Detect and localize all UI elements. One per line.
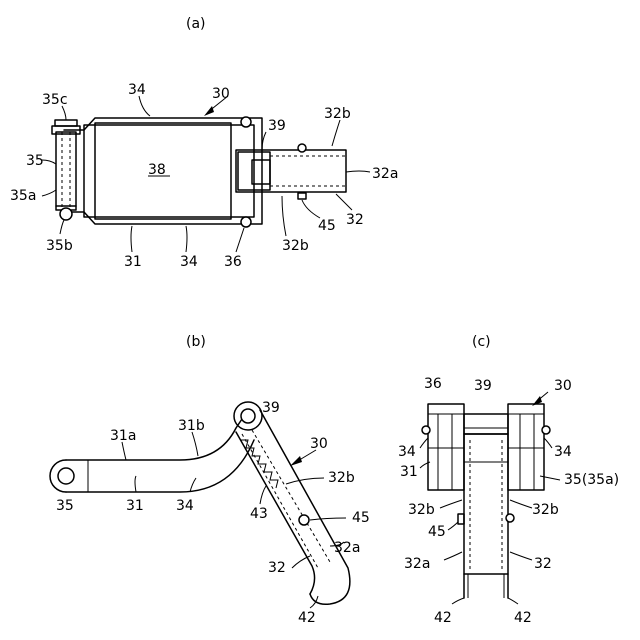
view-c-drawing bbox=[420, 392, 560, 604]
teeth-43 bbox=[240, 440, 278, 488]
label-c-32a: 32a bbox=[404, 556, 430, 572]
label-b-32: 32 bbox=[268, 560, 286, 576]
pin-45 bbox=[298, 193, 306, 199]
label-b-32a: 32a bbox=[334, 540, 360, 556]
label-c-42-left: 42 bbox=[434, 610, 452, 626]
block-right bbox=[508, 404, 544, 490]
inner-frame-a bbox=[84, 125, 254, 217]
label-a-34-top: 34 bbox=[128, 82, 146, 98]
label-a-35a: 35a bbox=[10, 188, 36, 204]
arm-31-top-edge bbox=[66, 416, 244, 460]
label-a-45: 45 bbox=[318, 218, 336, 234]
label-b-34: 34 bbox=[176, 498, 194, 514]
arm-32-c bbox=[464, 434, 508, 574]
label-b-35: 35 bbox=[56, 498, 74, 514]
label-c-34-left: 34 bbox=[398, 444, 416, 460]
label-b-42: 42 bbox=[298, 610, 316, 626]
label-c-32b-right: 32b bbox=[532, 502, 559, 518]
bolt-35 bbox=[56, 132, 76, 210]
label-b-31: 31 bbox=[126, 498, 144, 514]
label-a-35: 35 bbox=[26, 153, 44, 169]
pin-45-b bbox=[299, 515, 309, 525]
block-36-left bbox=[428, 404, 464, 490]
label-b-45: 45 bbox=[352, 510, 370, 526]
label-c-42-right: 42 bbox=[514, 610, 532, 626]
label-b-30: 30 bbox=[310, 436, 328, 452]
label-c-32: 32 bbox=[534, 556, 552, 572]
label-b-43: 43 bbox=[250, 506, 268, 522]
pivot-39 bbox=[241, 409, 255, 423]
label-a-34-bottom: 34 bbox=[180, 254, 198, 270]
label-c-35-35a: 35(35a) bbox=[564, 472, 619, 488]
label-a-32a: 32a bbox=[372, 166, 398, 182]
label-a-30: 30 bbox=[212, 86, 230, 102]
label-c-31: 31 bbox=[400, 464, 418, 480]
caption-a: (a) bbox=[186, 16, 206, 32]
arm-31-bottom-edge bbox=[66, 440, 254, 492]
caption-c: (c) bbox=[472, 334, 491, 350]
label-a-39: 39 bbox=[268, 118, 286, 134]
label-c-30: 30 bbox=[554, 378, 572, 394]
label-b-31a: 31a bbox=[110, 428, 136, 444]
label-c-39: 39 bbox=[474, 378, 492, 394]
label-a-32: 32 bbox=[346, 212, 364, 228]
hinge-39-c bbox=[464, 414, 508, 434]
label-b-39: 39 bbox=[262, 400, 280, 416]
pin-45-c bbox=[458, 514, 464, 524]
label-c-34-right: 34 bbox=[554, 444, 572, 460]
label-a-35c: 35c bbox=[42, 92, 68, 108]
pivot-35 bbox=[58, 468, 74, 484]
label-a-32b-top: 32b bbox=[324, 106, 351, 122]
label-a-32b-bottom: 32b bbox=[282, 238, 309, 254]
caption-b: (b) bbox=[186, 334, 206, 350]
label-a-36: 36 bbox=[224, 254, 242, 270]
label-c-32b-left: 32b bbox=[408, 502, 435, 518]
label-b-31b: 31b bbox=[178, 418, 205, 434]
label-c-36: 36 bbox=[424, 376, 442, 392]
label-a-31: 31 bbox=[124, 254, 142, 270]
label-a-35b: 35b bbox=[46, 238, 73, 254]
label-a-38: 38 bbox=[148, 162, 166, 178]
label-c-45: 45 bbox=[428, 524, 446, 540]
label-b-32b: 32b bbox=[328, 470, 355, 486]
